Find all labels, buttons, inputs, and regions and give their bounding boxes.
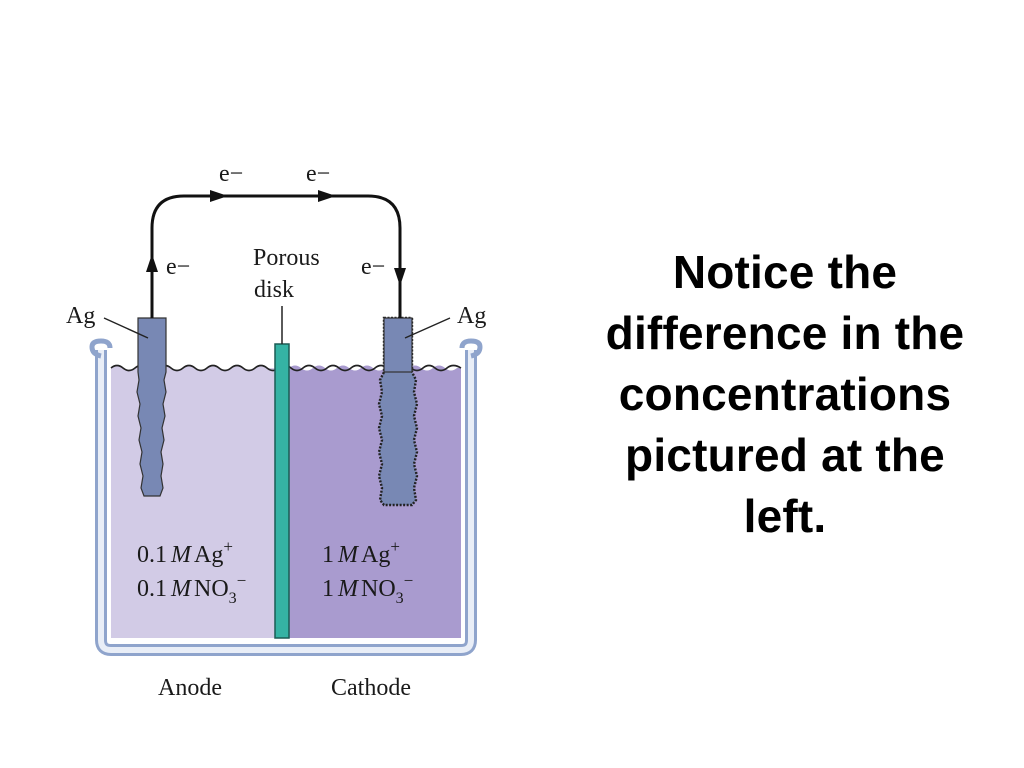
slide-caption: Notice the difference in the concentrati… bbox=[545, 242, 1024, 547]
caption-line: pictured at the bbox=[625, 429, 945, 481]
electron-label-top-right: e− bbox=[306, 161, 330, 187]
ag-left-pointer bbox=[103, 317, 149, 339]
electron-flow-arrow-right-1 bbox=[210, 190, 228, 202]
cathode-label: Cathode bbox=[331, 675, 411, 701]
beaker-lip-left bbox=[89, 338, 113, 359]
cathode-solution bbox=[289, 365, 461, 638]
electron-label-top-left: e− bbox=[219, 161, 243, 187]
electron-label-right: e− bbox=[361, 254, 385, 280]
caption-line: Notice the bbox=[672, 246, 898, 298]
beaker-lip-right bbox=[459, 338, 483, 359]
caption-line: left. bbox=[743, 490, 827, 542]
electron-flow-arrow-up bbox=[146, 254, 158, 272]
porous-disk-label-line1: Porous bbox=[253, 245, 320, 271]
external-wire bbox=[150, 194, 402, 318]
anode-label: Anode bbox=[158, 675, 222, 701]
electron-flow-arrow-right-2 bbox=[318, 190, 336, 202]
electron-label-left: e− bbox=[166, 254, 190, 280]
ag-label-right: Ag bbox=[457, 303, 486, 329]
anode-solution bbox=[111, 365, 275, 638]
porous-disk bbox=[274, 343, 290, 639]
caption-line: concentrations bbox=[618, 368, 952, 420]
ag-label-left: Ag bbox=[66, 303, 95, 329]
anode-electrode bbox=[136, 317, 167, 497]
ag-right-pointer bbox=[404, 317, 451, 339]
electron-flow-arrow-down bbox=[394, 268, 406, 286]
porous-disk-label-line2: disk bbox=[254, 277, 294, 303]
caption-line: difference in the bbox=[605, 307, 965, 359]
